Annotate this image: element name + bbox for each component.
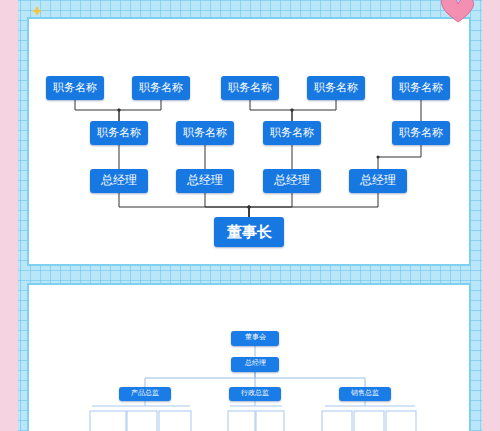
connector-line: [205, 145, 206, 169]
top-panel: [28, 18, 470, 265]
box-text: 董事长: [227, 224, 272, 241]
connector-line: [119, 145, 120, 169]
connector-line: [75, 100, 119, 121]
box-text: 总经理: [360, 174, 396, 187]
box-text: 总经理: [101, 174, 137, 187]
junction-dot: [248, 206, 251, 209]
heart-decoration: [441, 0, 473, 22]
connector-line: [249, 193, 378, 217]
org-box: 职务名称: [392, 121, 450, 145]
box-text: 产品总监: [131, 390, 159, 398]
connector-line: [205, 193, 249, 217]
org-box: 职务名称: [307, 76, 365, 100]
org-box: 销售总监: [339, 387, 391, 401]
bottom-panel: [28, 284, 470, 431]
box-text: 职务名称: [270, 127, 314, 139]
star-decoration: [31, 6, 43, 16]
box-text: 职务名称: [97, 127, 141, 139]
box-text: 职务名称: [399, 127, 443, 139]
connector-line: [119, 193, 249, 217]
org-box: 职务名称: [176, 121, 234, 145]
box-text: 职务名称: [139, 82, 183, 94]
connector-line: [145, 372, 255, 388]
junction-dot: [291, 109, 294, 112]
junction-dot: [248, 206, 251, 209]
box-text: 董事会: [245, 334, 266, 342]
org-box: 总经理: [263, 169, 321, 193]
org-box: 董事会: [231, 331, 279, 346]
box-text: 总经理: [187, 174, 223, 187]
connector-line: [255, 346, 256, 357]
junction-dot: [248, 206, 251, 209]
org-box: 职务名称: [392, 76, 450, 100]
box-text: 职务名称: [53, 82, 97, 94]
connector-line: [249, 193, 292, 217]
box-text: 职务名称: [183, 127, 227, 139]
org-box: 总经理: [231, 357, 279, 372]
box-text: 销售总监: [351, 390, 379, 398]
box-text: 职务名称: [228, 82, 272, 94]
connector-line: [119, 100, 161, 121]
box-text: 行政总监: [241, 390, 269, 398]
org-box: 职务名称: [263, 121, 321, 145]
junction-dot: [248, 206, 251, 209]
connector-line: [421, 100, 422, 121]
junction-dot: [291, 109, 294, 112]
org-box: 产品总监: [119, 387, 171, 401]
box-text: 总经理: [245, 360, 266, 368]
org-box: 总经理: [349, 169, 407, 193]
connector-line: [292, 145, 293, 169]
junction-dot: [118, 109, 121, 112]
connector-line: [292, 100, 336, 121]
org-box: 行政总监: [229, 387, 281, 401]
org-box: 总经理: [176, 169, 234, 193]
org-box: 职务名称: [221, 76, 279, 100]
box-text: 职务名称: [314, 82, 358, 94]
org-box: 职务名称: [132, 76, 190, 100]
empty-subboxes: [90, 401, 416, 431]
junction-dot: [118, 109, 121, 112]
org-box: 职务名称: [90, 121, 148, 145]
connector-line: [250, 100, 292, 121]
connector-line: [255, 372, 365, 388]
box-text: 职务名称: [399, 82, 443, 94]
connector-line: [378, 145, 421, 169]
org-box: 董事长: [214, 217, 284, 247]
org-box: 总经理: [90, 169, 148, 193]
junction-dot: [377, 156, 380, 159]
box-text: 总经理: [274, 174, 310, 187]
org-box: 职务名称: [46, 76, 104, 100]
